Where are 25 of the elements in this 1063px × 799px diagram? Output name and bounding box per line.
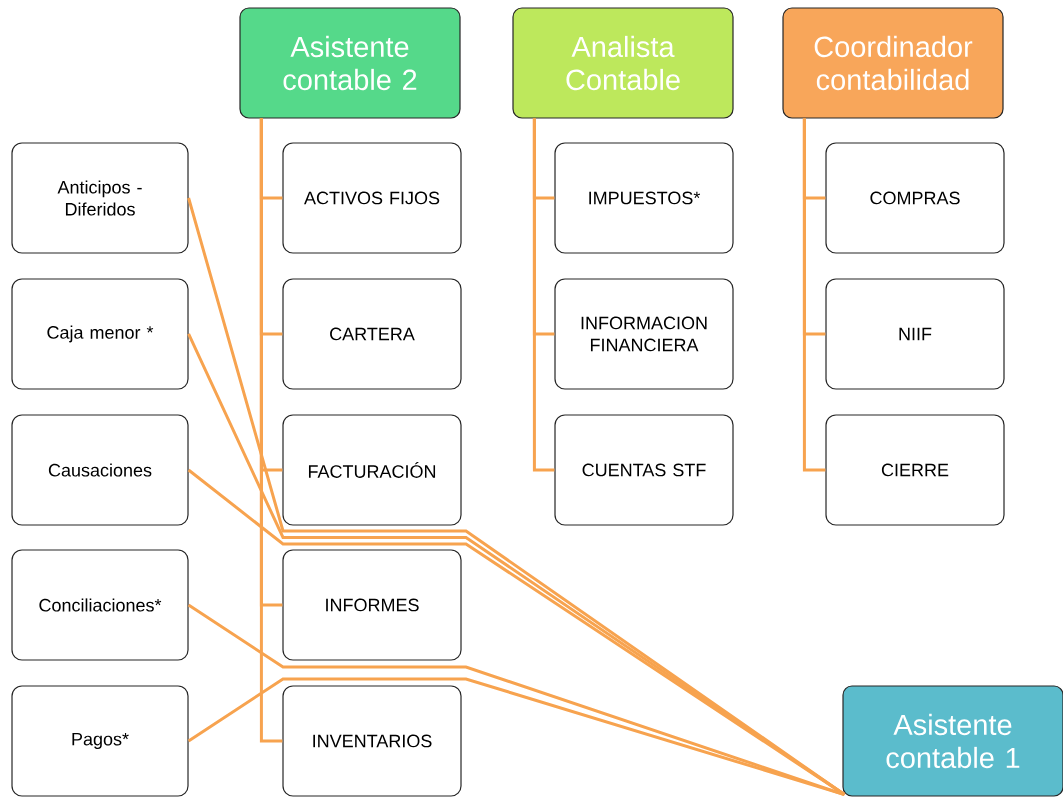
task-box: ACTIVOS FIJOS	[282, 142, 462, 254]
title-box: Analista Contable	[512, 7, 734, 119]
task-box: Caja menor *	[11, 278, 189, 390]
task-box: NIIF	[825, 278, 1005, 390]
task-box: CUENTAS STF	[554, 414, 734, 526]
task-box: INFORMES	[282, 549, 462, 661]
tree-connector	[532, 118, 555, 472]
tree-connector	[802, 118, 826, 472]
task-box: IMPUESTOS*	[554, 142, 734, 254]
task-box: Causaciones	[11, 414, 189, 526]
connector-line	[187, 677, 845, 797]
task-box: FACTURACIÓN	[282, 414, 462, 526]
task-box: CIERRE	[825, 414, 1005, 526]
task-box: Pagos*	[11, 685, 189, 797]
task-box: Anticipos - Diferidos	[11, 142, 189, 254]
task-box: INVENTARIOS	[282, 685, 462, 797]
task-box: Conciliaciones*	[11, 549, 189, 661]
task-box: CARTERA	[282, 278, 462, 390]
title-box: Asistente contable 1	[842, 685, 1063, 797]
title-box: Coordinador contabilidad	[782, 7, 1004, 119]
connector-line	[187, 468, 846, 796]
task-box: INFORMACION FINANCIERA	[554, 278, 734, 390]
title-box: Asistente contable 2	[239, 7, 461, 119]
tree-connector	[259, 118, 283, 743]
task-box: COMPRAS	[825, 142, 1005, 254]
